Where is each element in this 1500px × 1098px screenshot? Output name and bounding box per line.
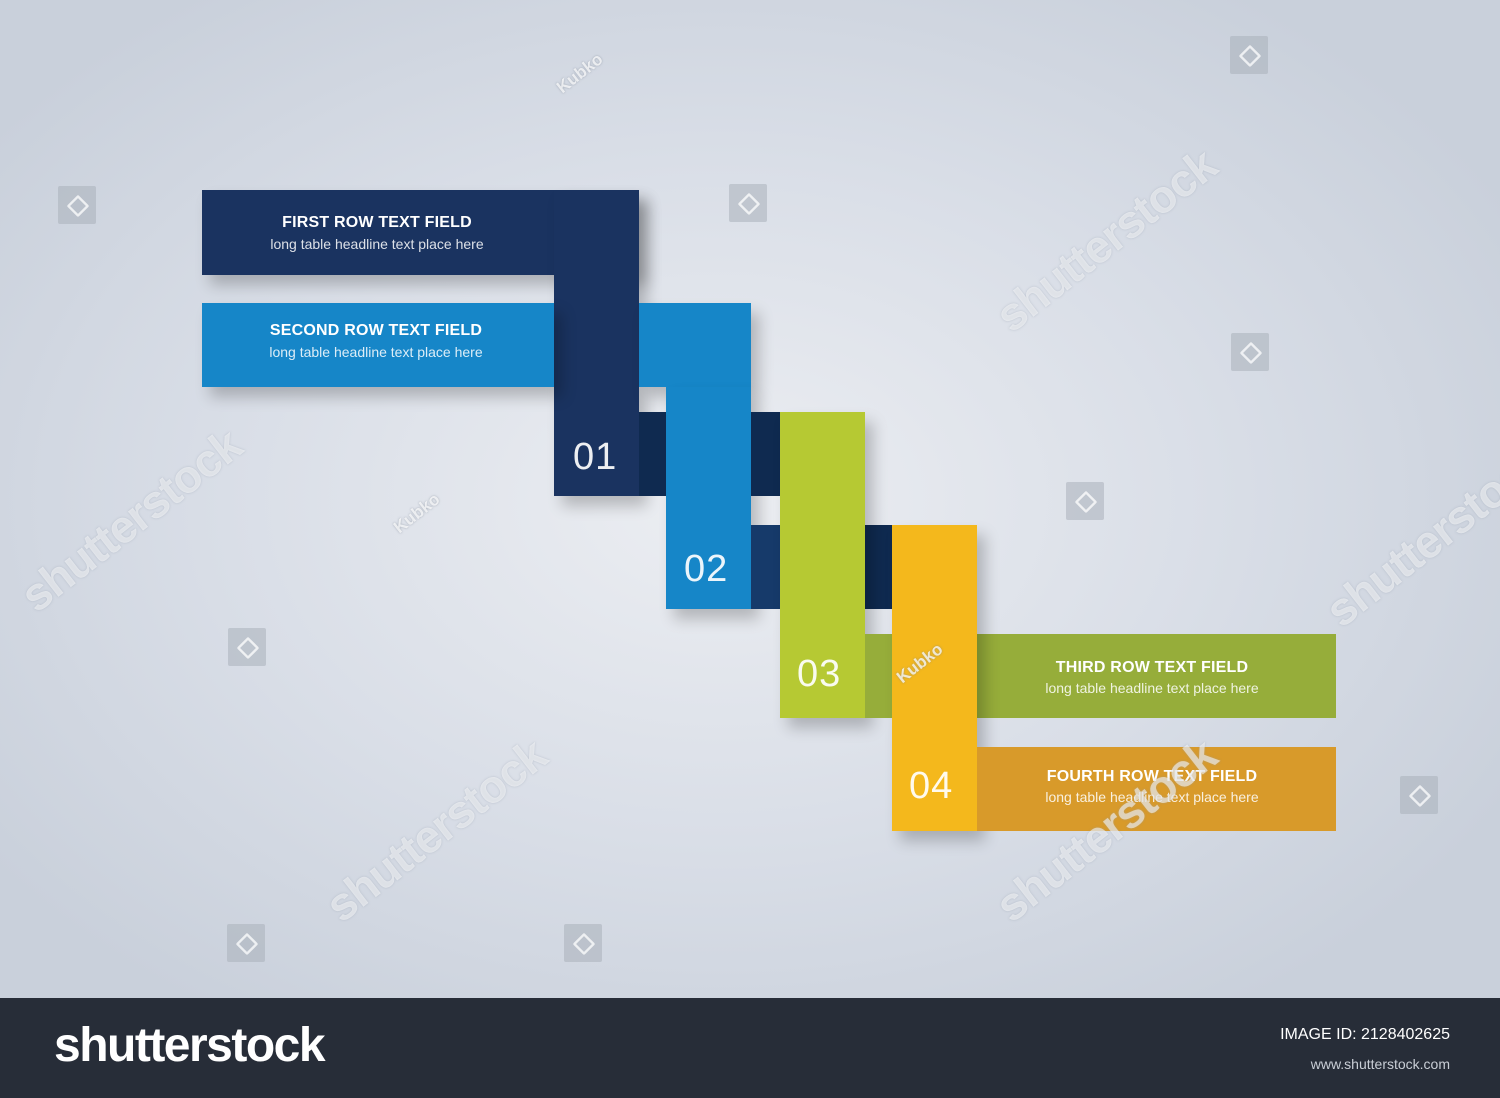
row-4-title: FOURTH ROW TEXT FIELD	[1046, 768, 1258, 785]
row-3-subtitle: long table headline text place here	[1045, 680, 1259, 696]
watermark-icon	[729, 184, 767, 222]
row-2-title: SECOND ROW TEXT FIELD	[269, 322, 483, 339]
footer-bar: shutterstock IMAGE ID: 2128402625 www.sh…	[0, 998, 1500, 1098]
navy-strap-2	[751, 525, 780, 609]
row-2-horizontal-bar	[202, 303, 554, 387]
navy-strap-3	[865, 525, 892, 609]
row-2-subtitle: long table headline text place here	[269, 344, 483, 360]
watermark-icon	[1230, 36, 1268, 74]
row-2-vertical-bar	[639, 303, 751, 387]
row-3-number: 03	[797, 653, 842, 695]
watermark-icon	[228, 628, 266, 666]
watermark-icon	[1400, 776, 1438, 814]
row-2-vertical-bar-lower	[666, 387, 751, 609]
row-4-vertical-bar	[892, 525, 977, 831]
watermark-brand: shutterstock	[10, 418, 251, 622]
watermark-icon	[227, 924, 265, 962]
row-4-subtitle: long table headline text place here	[1045, 789, 1259, 805]
watermark-author: Kubko	[390, 489, 444, 537]
row-4-horizontal-bar	[977, 747, 1336, 831]
watermark-icon	[1231, 333, 1269, 371]
row-1-subtitle: long table headline text place here	[270, 236, 484, 252]
row-3-vertical-bar	[780, 412, 865, 718]
watermark-author: Kubko	[553, 49, 607, 97]
row-1-number: 01	[573, 436, 618, 478]
footer-logo[interactable]: shutterstock	[54, 1019, 326, 1072]
row-2-crossing-strap	[639, 412, 666, 496]
row-2-number: 02	[684, 548, 729, 590]
row-1-title: FIRST ROW TEXT FIELD	[282, 214, 472, 231]
diagram-canvas: FIRST ROW TEXT FIELD long table headline…	[0, 0, 1500, 998]
navy-strap-1	[751, 412, 780, 496]
watermark-brand: shutterstock	[985, 138, 1226, 342]
watermark-brand: shutterstock	[1315, 433, 1500, 637]
watermark-icon	[564, 924, 602, 962]
row-3-title: THIRD ROW TEXT FIELD	[1055, 659, 1249, 676]
row-4-number: 04	[909, 765, 954, 807]
watermark-icon	[1066, 482, 1104, 520]
watermark-brand: shutterstock	[315, 728, 556, 932]
image-id: IMAGE ID: 2128402625	[1280, 1026, 1450, 1043]
watermark-icon	[58, 186, 96, 224]
footer-url[interactable]: www.shutterstock.com	[1310, 1056, 1450, 1072]
row-1-vertical-bar	[554, 190, 639, 496]
